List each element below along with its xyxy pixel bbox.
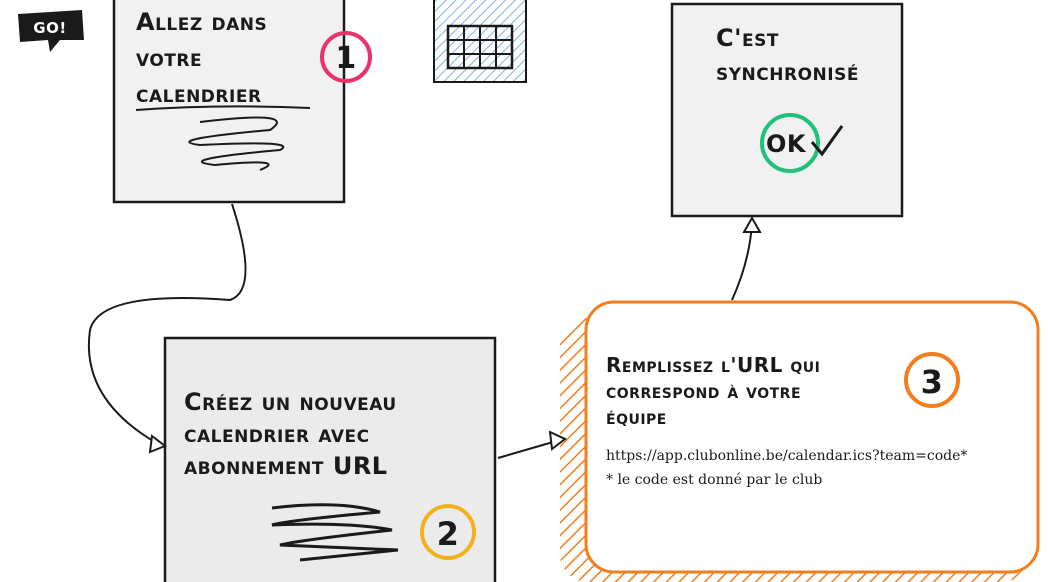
step-2-line-3: abonnement URL bbox=[184, 452, 388, 480]
go-badge-label: GO! bbox=[33, 19, 66, 37]
connector-1-to-2-arrowhead bbox=[148, 434, 168, 454]
step-3-line-1: Remplissez l'URL qui bbox=[606, 353, 820, 377]
connector-2-to-3 bbox=[497, 439, 561, 459]
step-done-line-2: synchronisé bbox=[716, 58, 859, 86]
scribble-icon bbox=[188, 116, 285, 171]
step-3-number: 3 bbox=[921, 363, 944, 401]
step-1-box: Allez dans votre calendrier 1 bbox=[112, 0, 372, 204]
calendar-url: https://app.clubonline.be/calendar.ics?t… bbox=[606, 448, 967, 464]
connector-1-to-2 bbox=[87, 203, 247, 446]
connector-3-to-done-arrowhead bbox=[742, 215, 762, 233]
step-3-line-2: correspond à votre bbox=[606, 379, 801, 403]
step-2-number: 2 bbox=[437, 515, 460, 553]
scribble-icon-2 bbox=[271, 503, 399, 562]
step-2-box: Créez un nouveau calendrier avec abonnem… bbox=[163, 336, 497, 582]
step-3-number-circle bbox=[904, 352, 960, 408]
step-done-line-1: C'est bbox=[716, 24, 779, 52]
code-footnote: * le code est donné par le club bbox=[606, 472, 822, 488]
step-1-line-2: votre bbox=[136, 44, 202, 72]
step-2-number-circle bbox=[420, 504, 476, 560]
step-1-line-3: calendrier bbox=[136, 80, 262, 108]
step-2-line-2: calendrier avec bbox=[184, 420, 370, 448]
ok-label: OK bbox=[766, 130, 807, 158]
connectors bbox=[87, 203, 762, 459]
step-3-box: Remplissez l'URL qui correspond à votre … bbox=[560, 300, 1040, 582]
step-1-number: 1 bbox=[335, 41, 356, 76]
ok-check-icon bbox=[760, 113, 820, 173]
calendar-icon bbox=[433, 0, 527, 83]
step-1-line-1: Allez dans bbox=[136, 8, 267, 36]
connector-2-to-3-arrowhead bbox=[548, 430, 567, 451]
step-1-number-circle bbox=[320, 31, 372, 83]
go-badge: GO! bbox=[18, 10, 84, 52]
step-3-line-3: équipe bbox=[606, 405, 667, 429]
connector-3-to-done bbox=[731, 221, 753, 301]
step-2-line-1: Créez un nouveau bbox=[184, 388, 397, 416]
step-done-box: C'est synchronisé OK bbox=[670, 2, 904, 218]
